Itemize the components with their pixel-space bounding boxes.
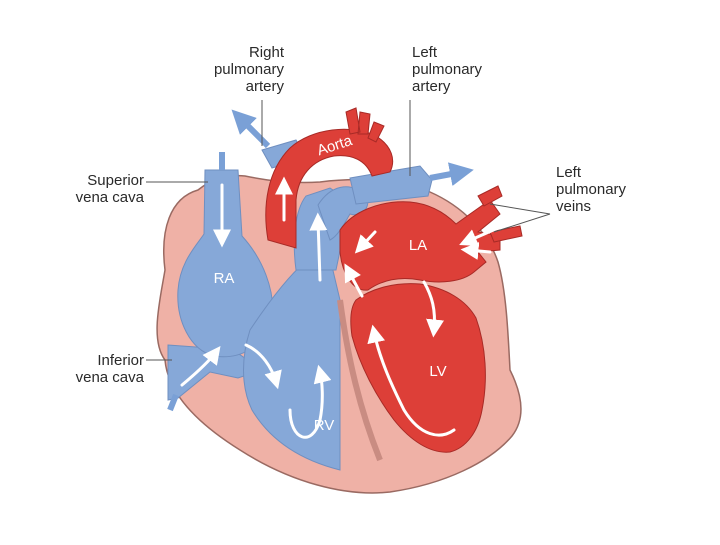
pulmonary-trunk-arrow xyxy=(309,212,328,282)
la-inflow-arrow-3 xyxy=(460,241,492,260)
inferior-vena-cava-label: Inferior vena cava xyxy=(75,352,144,386)
la-to-lv-arrow xyxy=(422,280,444,338)
lv-label: LV xyxy=(429,363,446,380)
septum xyxy=(337,299,383,462)
left-pulmonary-veins-leader-2 xyxy=(493,213,551,233)
right-pulmonary-artery-label: Right pulmonary artery xyxy=(213,44,284,95)
la-inflow-arrow-1 xyxy=(354,230,377,254)
ra-label: RA xyxy=(214,270,235,287)
left-pulmonary-veins-label: Left pulmonary veins xyxy=(556,164,627,215)
leader-lines xyxy=(146,100,551,361)
flow-arrows xyxy=(180,176,500,439)
left-pulmonary-outflow-arrow xyxy=(429,162,474,187)
left-pulmonary-veins-leader-1 xyxy=(489,203,551,215)
left-pulmonary-veins-vessels xyxy=(477,185,523,243)
ra-to-rv-arrow xyxy=(244,343,282,390)
right-pulmonary-outflow-arrow xyxy=(231,109,271,149)
rv-loop-arrow xyxy=(288,364,332,439)
right-ventricle xyxy=(243,257,341,471)
lv-to-aorta-arrow xyxy=(344,263,364,298)
left-pulmonary-artery-label: Left pulmonary artery xyxy=(412,44,483,95)
aortic-branches xyxy=(345,107,385,143)
ivc-inflow-tick xyxy=(167,393,179,412)
left-atrium xyxy=(339,199,501,291)
ivc-flow-arrow xyxy=(180,346,221,387)
la-inflow-arrow-2 xyxy=(459,226,500,247)
rv-label: RV xyxy=(314,417,335,434)
la-label: LA xyxy=(409,237,427,254)
aorta-vessel xyxy=(265,128,394,249)
lv-loop-arrow xyxy=(367,324,456,437)
left-pulmonary-artery-vessel xyxy=(349,165,433,205)
superior-vena-cava-label: Superior vena cava xyxy=(75,172,144,206)
